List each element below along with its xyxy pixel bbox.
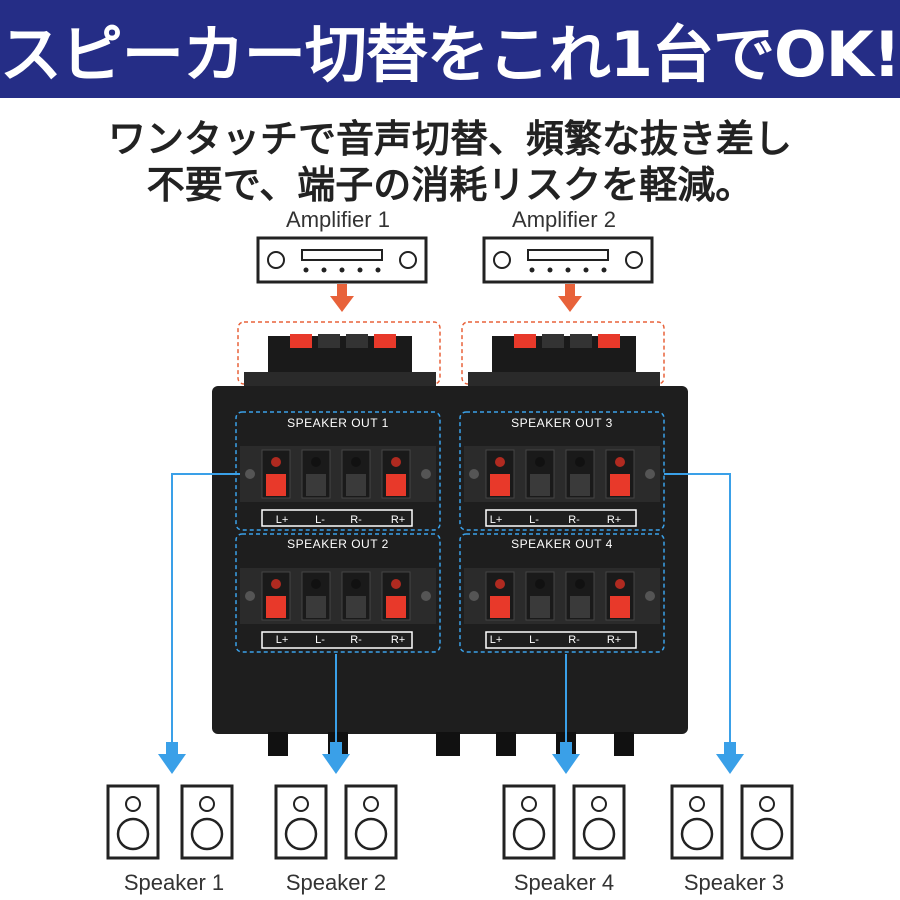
output-connector-2 xyxy=(322,654,350,774)
out4-terminal-l-plus: L+ xyxy=(489,634,503,646)
out2-terminal-l-plus: L+ xyxy=(275,634,289,646)
speaker-out-1-panel xyxy=(235,411,441,531)
out1-terminal-l-minus: L- xyxy=(315,514,325,526)
speaker-out-3-label: SPEAKER OUT 3 xyxy=(511,416,613,430)
output-connector-4 xyxy=(552,654,580,774)
out3-terminal-r-plus: R+ xyxy=(606,514,622,526)
speaker-out-2-panel xyxy=(235,533,441,653)
speaker-icon xyxy=(274,784,328,860)
out4-terminal-l-minus: L- xyxy=(529,634,539,646)
amplifier-2-label: Amplifier 2 xyxy=(512,207,616,232)
out2-terminal-r-plus: R+ xyxy=(390,634,406,646)
output-connector-1 xyxy=(158,473,240,774)
speaker-out-2-label: SPEAKER OUT 2 xyxy=(287,537,389,551)
amplifier-1-label: Amplifier 1 xyxy=(286,207,390,232)
speaker-icon xyxy=(572,784,626,860)
out3-terminal-r-minus: R- xyxy=(568,514,580,526)
speaker-icon xyxy=(344,784,398,860)
switch-device-body xyxy=(212,386,688,734)
speaker-2-label: Speaker 2 xyxy=(285,870,387,895)
out1-terminal-l-plus: L+ xyxy=(275,514,289,526)
speaker-icon xyxy=(740,784,794,860)
speaker-icon xyxy=(502,784,556,860)
speaker-4-label: Speaker 4 xyxy=(513,870,615,895)
speaker-out-3-panel xyxy=(459,411,665,531)
amplifier-1-icon xyxy=(256,236,428,284)
subtitle-line-2: 不要で、端子の消耗リスクを軽減。 xyxy=(146,163,754,207)
amplifier-2-icon xyxy=(482,236,654,284)
out1-terminal-r-minus: R- xyxy=(350,514,362,526)
speaker-1-label: Speaker 1 xyxy=(123,870,225,895)
out3-terminal-l-plus: L+ xyxy=(489,514,503,526)
input-terminal-block-2 xyxy=(468,334,660,386)
speaker-icon xyxy=(180,784,234,860)
out1-terminal-r-plus: R+ xyxy=(390,514,406,526)
speaker-icon xyxy=(670,784,724,860)
speaker-3-label: Speaker 3 xyxy=(683,870,785,895)
out2-terminal-r-minus: R- xyxy=(350,634,362,646)
input-arrow-2 xyxy=(558,284,582,312)
speaker-out-4-label: SPEAKER OUT 4 xyxy=(511,537,613,551)
speaker-icon xyxy=(106,784,160,860)
page-title: スピーカー切替をこれ1台でOK! xyxy=(0,18,900,91)
out2-terminal-l-minus: L- xyxy=(315,634,325,646)
out4-terminal-r-minus: R- xyxy=(568,634,580,646)
device-knobs xyxy=(268,732,634,756)
speaker-out-1-label: SPEAKER OUT 1 xyxy=(287,416,389,430)
input-arrow-1 xyxy=(330,284,354,312)
subtitle-line-1: ワンタッチで音声切替、頻繁な抜き差し xyxy=(107,117,792,161)
speaker-out-4-panel xyxy=(459,533,665,653)
output-connector-3 xyxy=(664,473,744,774)
out4-terminal-r-plus: R+ xyxy=(606,634,622,646)
input-terminal-block-1 xyxy=(244,334,436,386)
out3-terminal-l-minus: L- xyxy=(529,514,539,526)
header-banner: スピーカー切替をこれ1台でOK! xyxy=(0,0,900,98)
